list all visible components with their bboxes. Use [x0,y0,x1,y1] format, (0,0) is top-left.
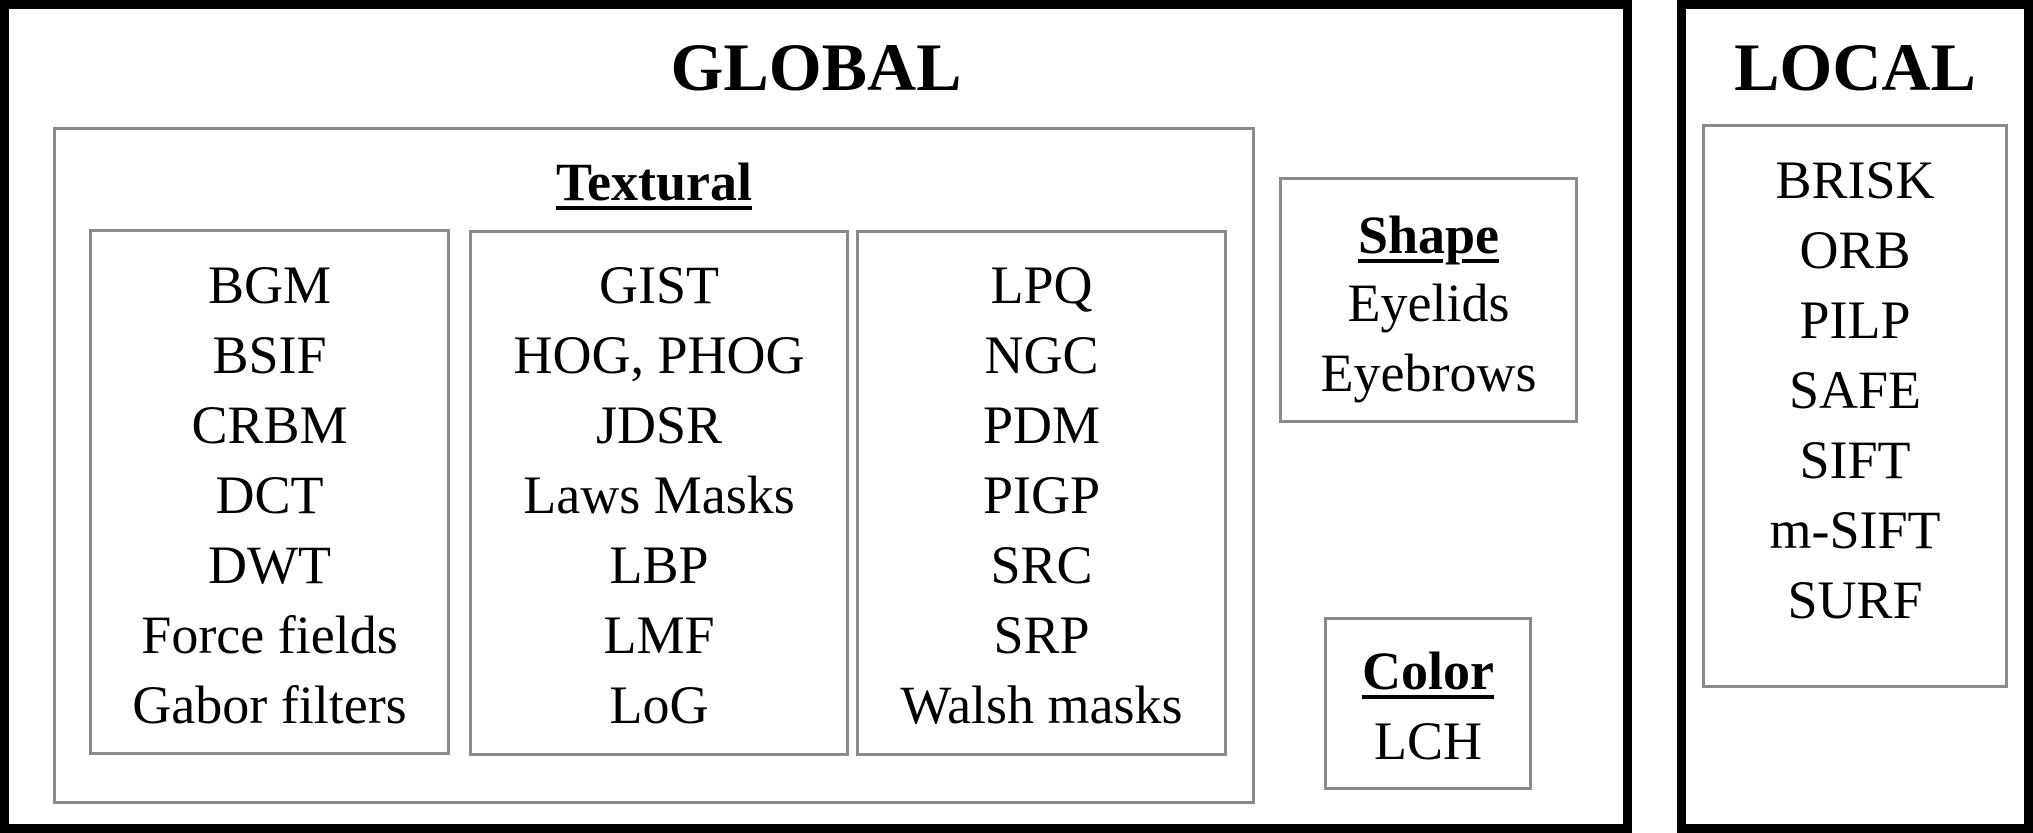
list-item: Eyebrows [1320,343,1537,403]
list-item: Force fields [141,605,398,665]
list-item: SIFT [1799,430,1911,490]
textural-column-1: BGM BSIF CRBM DCT DWT Force fields Gabor… [89,229,450,755]
local-group: BRISK ORB PILP SAFE SIFT m-SIFT SURF [1702,124,2008,688]
list-item: HOG, PHOG [513,325,805,385]
list-item: Eyelids [1347,273,1510,333]
list-item: GIST [599,255,719,315]
list-item: PIGP [982,465,1101,525]
list-item: PILP [1799,290,1911,350]
list-item: DCT [215,465,324,525]
list-item: BRISK [1775,150,1935,210]
list-item: Laws Masks [523,465,795,525]
textural-column-3: LPQ NGC PDM PIGP SRC SRP Walsh masks [856,230,1227,756]
list-item: ORB [1799,220,1911,280]
list-item: PDM [982,395,1101,455]
local-panel: LOCAL BRISK ORB PILP SAFE SIFT m-SIFT SU… [1677,0,2033,833]
list-item: LMF [603,605,715,665]
list-item: LoG [609,675,709,735]
list-item: Gabor filters [132,675,407,735]
list-item: SAFE [1788,360,1922,420]
list-item: BGM [207,255,332,315]
textural-column-2: GIST HOG, PHOG JDSR Laws Masks LBP LMF L… [469,230,849,756]
list-item: SRC [990,535,1093,595]
list-item: SURF [1787,570,1923,630]
list-item: CRBM [191,395,348,455]
list-item: SRP [993,605,1090,665]
list-item: Walsh masks [900,675,1183,735]
textural-group: Textural BGM BSIF CRBM DCT DWT Force fie… [53,127,1255,804]
color-title: Color [1362,641,1494,701]
color-group: Color LCH [1324,617,1532,790]
list-item: LPQ [990,255,1093,315]
shape-title: Shape [1357,205,1500,265]
list-item: LCH [1374,711,1482,771]
list-item: BSIF [212,325,327,385]
textural-title: Textural [555,152,752,212]
list-item: NGC [984,325,1099,385]
list-item: LBP [609,535,709,595]
list-item: JDSR [595,395,723,455]
list-item: DWT [208,535,331,595]
shape-group: Shape Eyelids Eyebrows [1279,177,1578,423]
list-item: m-SIFT [1769,500,1941,560]
local-title: LOCAL [1734,29,1976,105]
global-title: GLOBAL [670,29,962,105]
global-panel: GLOBAL Textural BGM BSIF CRBM DCT DWT Fo… [0,0,1632,833]
